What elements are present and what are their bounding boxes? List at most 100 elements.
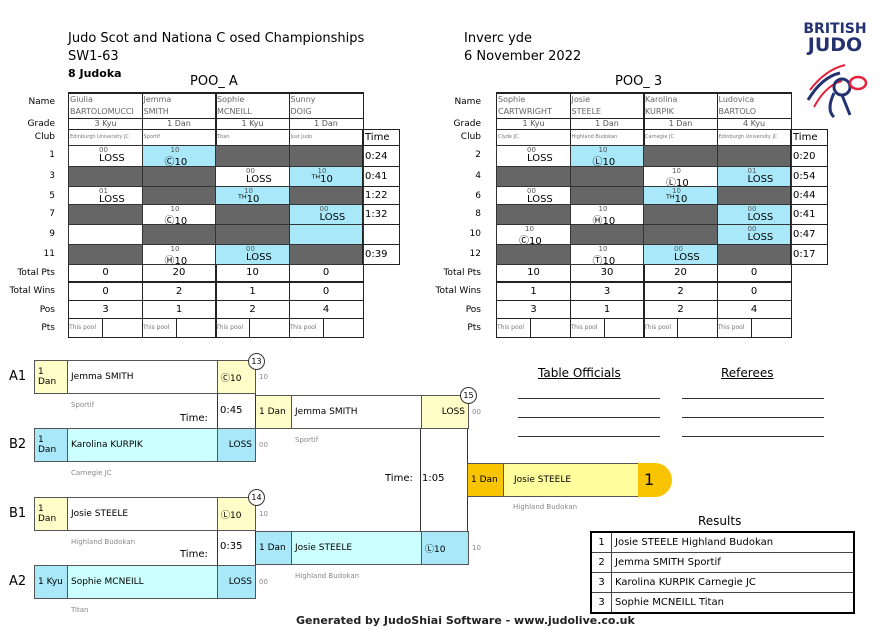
player-first-name: Sophie — [498, 95, 526, 104]
player-last-name: MCNEILL — [217, 107, 252, 116]
match-cell — [716, 244, 792, 265]
divider — [322, 319, 324, 337]
judoka-figure-icon — [806, 64, 868, 119]
divider — [175, 319, 177, 337]
player-club: Carnegie JC — [643, 129, 718, 146]
match-score: 10 — [598, 245, 608, 253]
match-cell — [288, 244, 364, 265]
player-total-wins: 1 — [215, 282, 290, 301]
this-pool-label: This pool — [570, 324, 598, 331]
grade-label: Grade — [453, 119, 481, 129]
this-pool-points: This pool — [288, 318, 364, 338]
player-total-wins: 0 — [68, 282, 143, 301]
result-competitor: Karolina KURPIK Carnegie JC — [615, 577, 756, 588]
match-result: Ⓒ10 — [519, 236, 542, 245]
result-competitor: Sophie MCNEILL Titan — [615, 597, 724, 608]
competitor-grade: 1 Dan — [34, 360, 68, 394]
this-pool-points: This pool — [496, 318, 571, 338]
match-cell — [68, 166, 143, 187]
competitor-name: Karolina KURPIK — [67, 428, 218, 462]
player-club: Highland Budokan — [569, 129, 645, 146]
competitor-club: Titan — [71, 606, 89, 614]
bracket-line — [217, 394, 218, 428]
player-first-name: Ludovica — [718, 95, 755, 104]
match-result: LOSS — [246, 252, 272, 263]
this-pool-points: This pool — [569, 318, 645, 338]
match-score: 10 — [170, 146, 180, 154]
bracket-line — [467, 497, 468, 531]
match-score: 00 — [246, 245, 255, 253]
match-number: 3 — [49, 171, 55, 181]
signature-line — [518, 436, 660, 437]
competitor-grade: 1 Kyu — [34, 565, 68, 599]
match-cell — [288, 224, 364, 245]
grade-label: Grade — [27, 119, 55, 129]
pool-title: POO_ A — [190, 74, 238, 89]
match-cell — [215, 204, 290, 225]
player-last-name: STEELE — [571, 107, 602, 116]
match-number: 1 — [49, 150, 55, 160]
match-score: 01 — [99, 187, 108, 195]
match-result: Ⓗ10 — [592, 216, 616, 225]
time-label: Time: — [385, 473, 413, 484]
match-result: LOSS — [747, 212, 774, 223]
player-pos: 2 — [215, 300, 290, 319]
player-last-name: CARTWRIGHT — [498, 107, 552, 116]
player-club: Edinburgh University JC — [68, 129, 143, 146]
match-cell — [496, 166, 571, 187]
name-label: Name — [454, 97, 481, 107]
player-pos: 1 — [569, 300, 645, 319]
competitor-club: Carnegie JC — [71, 469, 112, 477]
player-total-pts: 0 — [288, 263, 364, 282]
player-first-name: Sophie — [217, 95, 245, 104]
pts-label: Pts — [41, 323, 55, 333]
match-cell — [716, 145, 792, 167]
player-total-wins: 3 — [569, 282, 645, 301]
this-pool-points: This pool — [716, 318, 792, 338]
player-last-name: BARTOLO — [718, 107, 757, 116]
match-number-badge: 15 — [460, 387, 477, 404]
player-last-name: DOIG — [290, 107, 312, 116]
result-competitor: Josie STEELE Highland Budokan — [615, 537, 774, 548]
match-cell — [288, 145, 364, 167]
match-result: LOSS — [527, 194, 553, 205]
match-cell — [643, 224, 718, 245]
match-time: 0:44 — [790, 186, 828, 205]
divider — [750, 319, 752, 337]
competitor-club: Sportif — [295, 436, 319, 444]
player-total-wins: 1 — [496, 282, 571, 301]
player-total-pts: 0 — [716, 263, 792, 282]
bracket-line — [467, 429, 468, 463]
player-first-name: Giulia — [70, 95, 93, 104]
total-pts-label: Total Pts — [443, 268, 481, 278]
this-pool-points: This pool — [215, 318, 290, 338]
venue: Inverc yde — [464, 31, 533, 46]
match-score: 00 — [747, 225, 757, 233]
player-total-wins: 2 — [643, 282, 718, 301]
match-result: Ⓣ10 — [592, 256, 616, 265]
match-time: 0:41 — [790, 204, 828, 225]
competitor-name: Jemma SMITH — [291, 395, 422, 429]
result-place: 3 — [592, 593, 612, 612]
this-pool-label: This pool — [289, 324, 317, 331]
this-pool-label: This pool — [644, 324, 671, 331]
match-result: ᵀᴴ10 — [666, 194, 688, 205]
match-cell — [496, 204, 571, 225]
match-time: 1:05 — [422, 473, 445, 484]
match-time: 0:24 — [362, 145, 400, 167]
total-wins-label: Total Wins — [9, 286, 55, 296]
player-last-name: KURPIK — [645, 107, 674, 116]
